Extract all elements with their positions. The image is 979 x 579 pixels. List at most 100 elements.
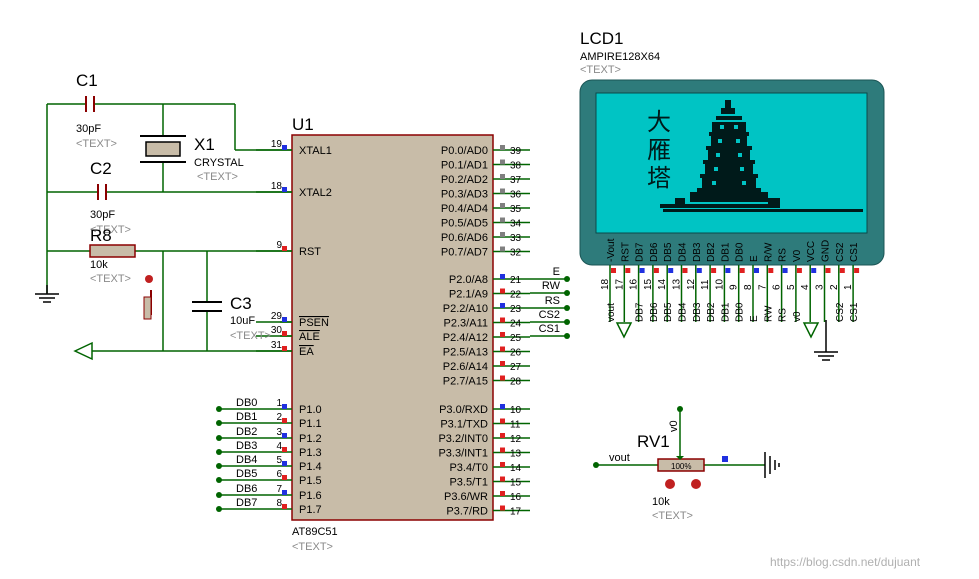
mcu-left-pin-number: 7	[276, 484, 282, 495]
mcu-right-pin-number: 24	[510, 319, 522, 330]
mcu-left-pin-name: EA	[299, 346, 314, 358]
power-terminal-ea	[73, 341, 93, 361]
lcd-pin-number: 14	[657, 278, 668, 290]
capacitor-c1-symbol	[85, 96, 95, 112]
lcd-pin-number: 8	[743, 284, 754, 290]
lcd-pin-net: DB0	[735, 302, 746, 322]
mcu-right-pin-number: 14	[510, 463, 522, 474]
mcu-right-pin-number: 39	[510, 146, 522, 157]
mcu-ref: U1	[292, 115, 314, 134]
mcu-right-pin-marker	[500, 375, 505, 381]
mcu-right-pin-name: P0.6/AD6	[441, 232, 488, 244]
lcd-pin-net: CS1	[849, 302, 860, 322]
rv1-pin-marker	[722, 456, 728, 462]
mcu-right-pin-name: P2.1/A9	[449, 289, 488, 301]
rv1-wires	[596, 410, 765, 466]
mcu-right-pin-number: 37	[510, 175, 522, 186]
mcu-left-pin-marker	[282, 433, 287, 438]
c2-tag: <TEXT>	[90, 224, 131, 236]
mcu-left-pin-marker	[282, 418, 287, 423]
lcd-pin-name: DB4	[678, 242, 689, 262]
p1-bus-node	[216, 506, 222, 512]
mcu-right-pin-marker	[500, 418, 505, 424]
lcd-pin-marker	[754, 268, 759, 273]
lcd-pin-marker	[839, 268, 845, 273]
c2-ref: C2	[90, 159, 112, 178]
lcd-pin-net: RS	[778, 308, 789, 322]
lcd-pin-number: 18	[600, 278, 611, 290]
p1-bus-node	[216, 492, 222, 498]
p1-net-label: DB2	[236, 426, 257, 438]
p1-bus-node	[216, 435, 222, 441]
rv1-inc-button[interactable]	[691, 479, 701, 489]
p1-net-label: DB7	[236, 497, 257, 509]
mcu-right-pin-name: P2.3/A11	[444, 318, 488, 330]
mcu-right-pin-number: 13	[510, 449, 522, 460]
mcu-right-pin-marker	[500, 203, 505, 208]
lcd-pin-net: DB3	[692, 302, 703, 322]
mcu-left-pin-number: 18	[271, 181, 283, 192]
p1-bus-node	[216, 477, 222, 483]
lcd-pagoda-windows	[712, 125, 746, 185]
lcd-vcc-arrow	[802, 322, 820, 339]
lcd-pin-number: 2	[829, 284, 840, 290]
lcd-pin-net: DB2	[706, 302, 717, 322]
p2-net-node	[564, 276, 570, 282]
mcu-right-pin-number: 17	[510, 507, 522, 518]
lcd-pin-number: 9	[729, 284, 740, 290]
mcu-left-pin-name: RST	[299, 246, 321, 258]
crystal-x1-symbol	[140, 135, 186, 163]
component-labels: C1 30pF <TEXT> X1 CRYSTAL <TEXT> C2 30pF…	[76, 29, 693, 553]
mcu-left-pin-name: P1.6	[299, 490, 322, 502]
mcu-right-pin-number: 28	[510, 377, 522, 388]
lcd-pin-net: CS2	[835, 302, 846, 322]
lcd-pin-net: vout	[606, 303, 617, 322]
mcu-right-pin-number: 32	[510, 248, 522, 259]
lcd-char-1: 大	[647, 109, 671, 136]
mcu-right-pin-number: 25	[510, 333, 522, 344]
lcd-pin-marker	[811, 268, 817, 273]
lcd-pin-name: CS1	[849, 242, 860, 262]
rv1-v0-label: v0	[668, 420, 680, 432]
rv1-dec-button[interactable]	[665, 479, 675, 489]
p1-bus-node	[216, 449, 222, 455]
rv1-wiper	[676, 456, 684, 460]
c3-ref: C3	[230, 294, 252, 313]
x1-ref: X1	[194, 135, 215, 154]
mcu-left-pin-number: 1	[276, 398, 282, 409]
ground-symbol-left	[35, 285, 59, 303]
mcu-right-pin-number: 27	[510, 362, 522, 373]
r8-ref: R8	[90, 226, 112, 245]
lcd-pin-name: DB3	[692, 242, 703, 262]
capacitor-c2-symbol	[97, 184, 107, 200]
lcd-pin-name: DB7	[635, 242, 646, 262]
mcu-left-pin-number: 30	[271, 325, 283, 336]
mcu-right-pin-marker	[500, 491, 505, 496]
lcd-part: AMPIRE128X64	[580, 51, 660, 63]
mcu-right-pin-name: P2.2/A10	[443, 303, 488, 315]
lcd-pin-net: DB4	[678, 302, 689, 322]
mcu-right-pin-name: P2.5/A13	[443, 347, 488, 359]
lcd-pin-net: v0	[792, 311, 803, 322]
mcu-right-pin-marker	[500, 232, 505, 237]
mcu-left-pin-name: P1.0	[299, 404, 322, 416]
reset-button-symbol[interactable]	[143, 275, 164, 325]
c2-value: 30pF	[90, 209, 115, 221]
p2-net-label: RW	[542, 280, 561, 292]
capacitor-c3-symbol	[192, 301, 222, 312]
mcu-left-pin-number: 5	[276, 455, 282, 466]
mcu-right-pin-marker	[500, 145, 505, 150]
rv1-value: 10k	[652, 496, 670, 508]
lcd-pin-number: 13	[672, 278, 683, 290]
mcu-right-pin-number: 36	[510, 190, 522, 201]
mcu-left-pin-number: 4	[276, 441, 282, 452]
mcu-right-pin-marker	[500, 303, 505, 308]
p1-net-label: DB0	[236, 397, 257, 409]
p2-net-node	[564, 333, 570, 339]
lcd-screen-text: 大 雁 塔	[647, 109, 671, 192]
lcd-pin-number: 16	[629, 278, 640, 290]
p2-net-node	[564, 305, 570, 311]
